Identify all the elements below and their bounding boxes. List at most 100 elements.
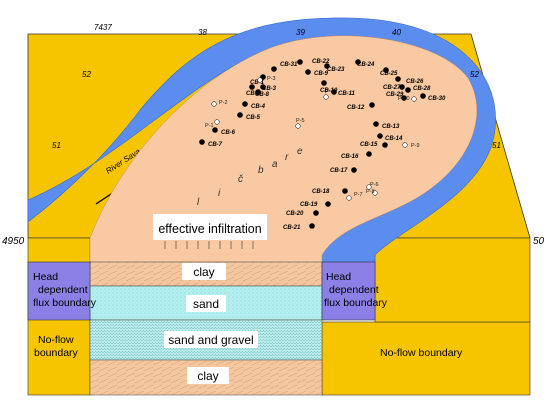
piezometer-marker: P-3	[257, 76, 276, 83]
island-char: e	[297, 146, 303, 157]
piezometer-label: P-1	[205, 123, 214, 129]
well-label: CB-18	[312, 189, 330, 195]
clay-top-label: clay	[193, 265, 214, 279]
well-label: CB-23	[327, 67, 345, 73]
noflow-left-line2: boundary	[34, 347, 79, 359]
well-label: CB-16	[341, 154, 359, 160]
well-label: CB-6	[221, 130, 236, 136]
piezometer-label: P-10	[398, 96, 410, 102]
well-label: CB-29	[386, 92, 404, 98]
well-marker: CB-6	[212, 127, 236, 136]
well-marker: CB-23	[324, 63, 345, 73]
well-label: CB-30	[428, 96, 446, 102]
well-label: CB-24	[357, 62, 375, 68]
grid-left-label: 52	[82, 70, 91, 79]
well-label: CB-22	[312, 59, 330, 65]
grid-left-label: 51	[52, 141, 61, 150]
well-label: CB-12	[347, 105, 365, 111]
well-marker: CB-9	[305, 69, 329, 77]
sand-gravel-label: sand and gravel	[168, 333, 253, 347]
piezometer-label: P-6	[370, 182, 379, 188]
well-label: CB-19	[300, 202, 318, 208]
head-boundary-left	[27, 261, 91, 321]
well-marker: CB-8	[255, 89, 270, 98]
well-marker: CB-4	[242, 101, 266, 110]
well-label: CB-5	[246, 115, 261, 121]
well-marker: CB-21	[283, 223, 315, 231]
grid-right-label: 52	[470, 70, 479, 79]
well-marker: CB-16	[341, 151, 372, 160]
island-char: i	[218, 188, 221, 199]
well-label: CB-1	[250, 80, 265, 86]
head-left-line1: Head	[33, 271, 58, 283]
grid-top-label: 40	[392, 28, 401, 37]
well-marker: CB-7	[199, 139, 223, 148]
well-marker: CB-14	[377, 133, 403, 142]
well-marker: CB-29	[386, 92, 407, 101]
clay-bottom-label: clay	[197, 369, 218, 383]
island-char: č	[238, 174, 243, 185]
piezometer-label: P-3	[267, 76, 276, 82]
well-label: CB-4	[251, 104, 266, 110]
well-marker: CB-3	[249, 84, 277, 92]
grid-left-label: 4950	[2, 236, 25, 247]
infiltration-label-group: effective infiltration	[153, 214, 267, 240]
sand-gravel-label-group: sand and gravel	[164, 331, 258, 348]
well-label: CB-20	[286, 211, 304, 217]
well-marker: CB-11	[331, 89, 356, 97]
right-upper-block	[374, 237, 531, 323]
grid-top-label: 7437	[94, 23, 112, 32]
head-left-line3: flux boundary	[33, 297, 97, 309]
head-right-line2: dependent	[329, 284, 379, 296]
island-name: l i č b a r e	[197, 146, 303, 208]
head-left-line2: dependent	[38, 284, 88, 296]
piezometers: P-1 P-2 P-3 P-4 P-5 P-6 P-7 P-8 P-9 P-10	[205, 76, 420, 201]
well-label: CB-8	[255, 92, 270, 98]
well-marker: CB-19	[300, 201, 331, 208]
well-marker: CB-12	[347, 102, 375, 111]
well-marker: CB-26	[395, 76, 424, 85]
piezometer-label: P-5	[296, 118, 305, 124]
piezometer-label: P-9	[411, 143, 420, 149]
piezometer-marker: P-4	[323, 89, 334, 100]
head-right-line1: Head	[326, 271, 351, 283]
wells: CB-1 CB-2 CB-3 CB-4 CB-5 CB-6 CB-7 CB-8 …	[199, 59, 446, 231]
piezometer-label: P-4	[325, 89, 334, 95]
well-label: CB-28	[413, 86, 431, 92]
sand-label: sand	[193, 297, 219, 311]
head-right-line3: flux boundary	[324, 297, 388, 309]
piezometer-marker: P-10	[398, 96, 417, 102]
well-label: CB-10	[320, 88, 338, 94]
well-marker: CB-20	[286, 210, 319, 217]
piezometer-label: P-2	[219, 100, 228, 106]
well-marker: CB-15	[360, 142, 388, 148]
well-marker: CB-31	[271, 62, 298, 72]
well-marker: CB-5	[237, 112, 261, 121]
piezometer-marker: P-8	[366, 189, 378, 196]
well-label: CB-3	[262, 86, 277, 92]
well-label: CB-26	[406, 79, 424, 85]
infiltration-arrows	[164, 241, 254, 249]
well-label: CB-15	[360, 142, 378, 148]
noflow-right-label: No-flow boundary	[380, 347, 463, 359]
head-boundary-right	[321, 261, 376, 321]
grid-top-label: 39	[296, 28, 305, 37]
piezometer-marker: P-5	[295, 118, 305, 129]
well-marker: CB-2	[246, 84, 266, 97]
well-label: CB-13	[382, 124, 400, 130]
piezometer-label: P-7	[354, 192, 363, 198]
well-marker: CB-25	[380, 67, 398, 77]
well-marker: CB-30	[420, 93, 446, 102]
clay-top-label-group: clay	[182, 263, 226, 280]
noflow-left-line1: No-flow	[38, 334, 74, 346]
well-label: CB-7	[208, 142, 223, 148]
infiltration-label: effective infiltration	[158, 222, 261, 236]
well-marker: CB-27	[383, 84, 405, 91]
well-marker: CB-13	[373, 121, 400, 130]
island-char: a	[272, 159, 278, 170]
clay-bottom-label-group: clay	[187, 367, 229, 384]
piezometer-label: P-8	[366, 189, 375, 195]
island-char: l	[197, 197, 200, 208]
grid-right-label: 50	[533, 236, 545, 247]
